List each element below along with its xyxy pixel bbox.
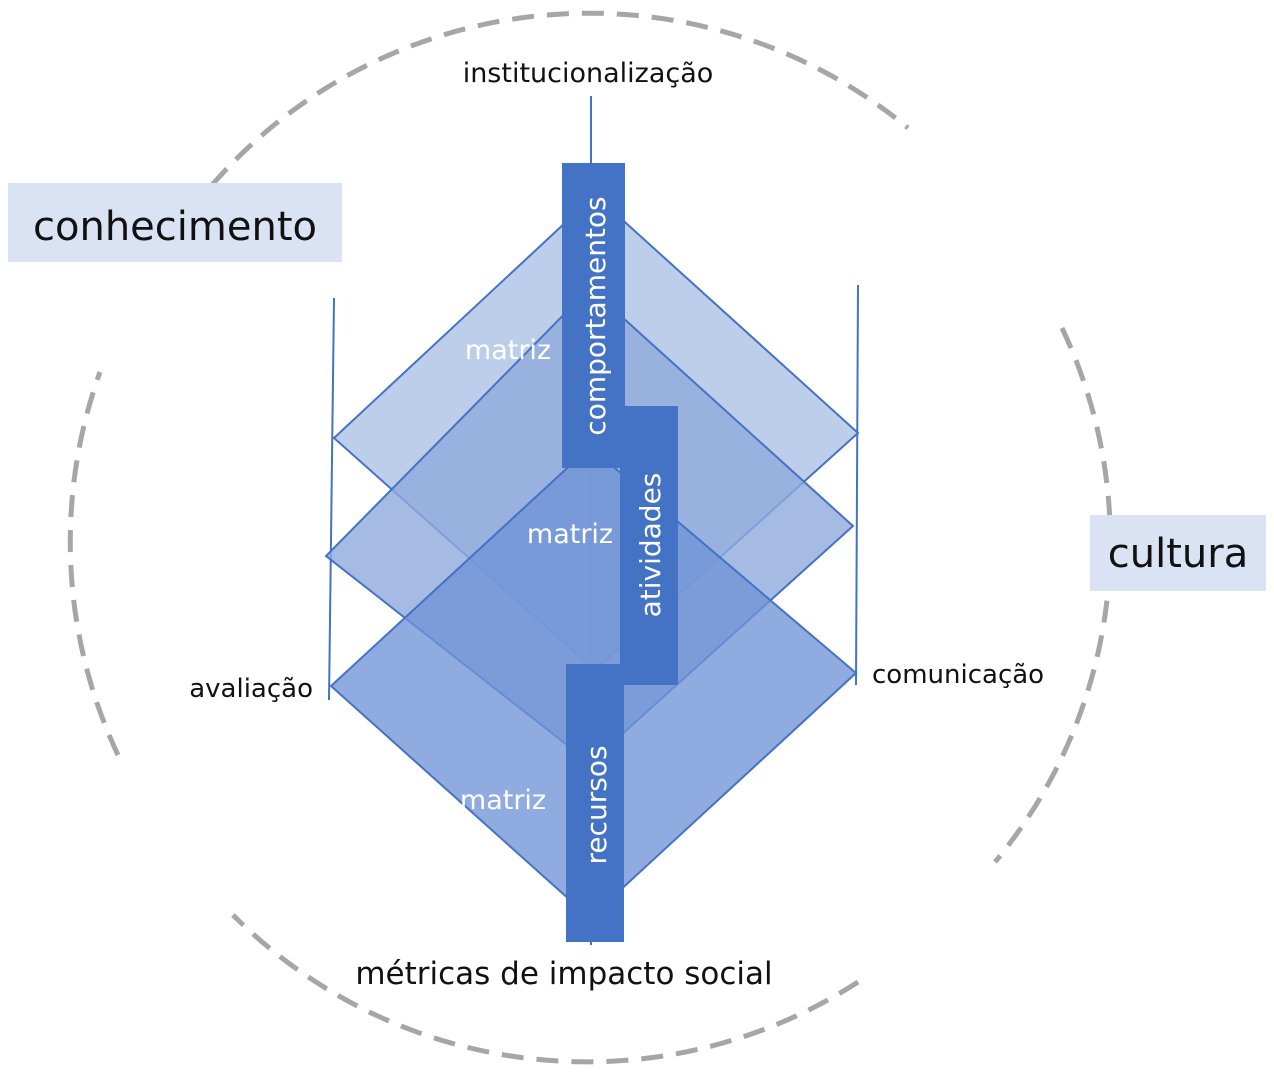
dashed-arc-top bbox=[210, 10, 910, 187]
left-label: avaliação bbox=[189, 674, 313, 704]
knowledge-box-bg bbox=[8, 183, 342, 262]
bottom-label: métricas de impacto social bbox=[355, 956, 772, 992]
dashed-arc-bottom bbox=[231, 913, 860, 1065]
dashed-arc-right bbox=[993, 326, 1113, 864]
knowledge-box: conhecimento bbox=[8, 183, 342, 262]
matrix-label-middle: matriz bbox=[527, 519, 613, 550]
culture-box: cultura bbox=[1090, 515, 1266, 591]
behaviors-label: comportamentos bbox=[579, 196, 612, 435]
knowledge-label: conhecimento bbox=[33, 204, 317, 250]
resources-label: recursos bbox=[580, 745, 613, 864]
culture-box-bg bbox=[1090, 515, 1266, 591]
bar-resources bbox=[566, 664, 624, 942]
left-axis bbox=[328, 297, 335, 701]
culture-label: cultura bbox=[1108, 531, 1248, 577]
matrix-label-top: matriz bbox=[465, 335, 551, 366]
dashed-circle bbox=[67, 10, 1113, 1065]
bar-activities bbox=[620, 406, 678, 685]
matrix-label-bottom: matriz bbox=[460, 785, 546, 816]
right-label: comunicação bbox=[872, 660, 1044, 690]
dashed-arc-left bbox=[67, 371, 121, 757]
activities-label: atividades bbox=[634, 473, 667, 618]
bars bbox=[562, 163, 678, 942]
top-label: institucionalização bbox=[463, 58, 714, 89]
right-axis bbox=[855, 284, 859, 686]
bar-behaviors bbox=[562, 163, 625, 468]
